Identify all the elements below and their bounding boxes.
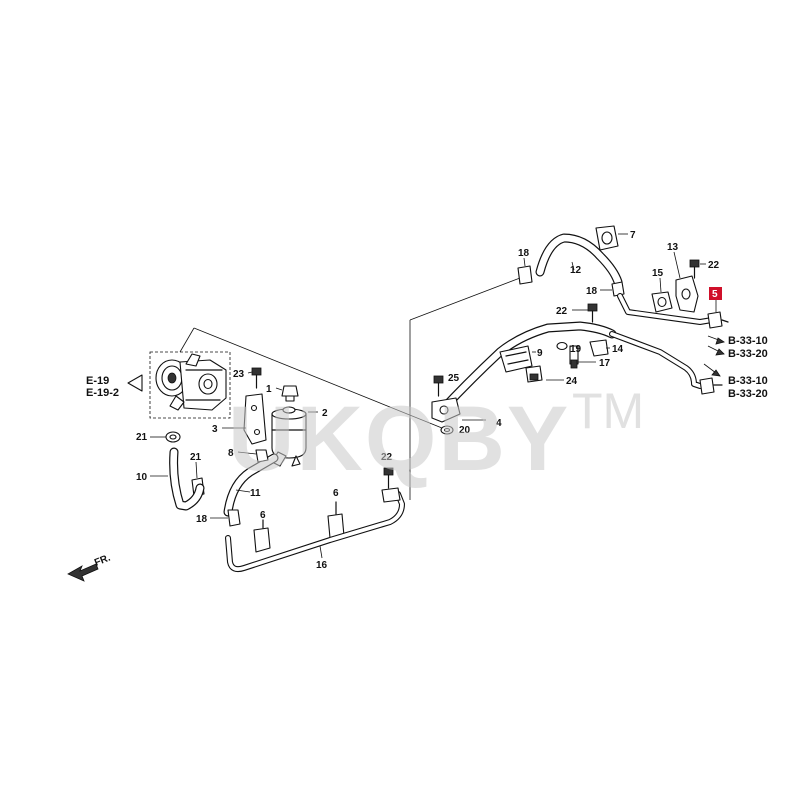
- callout-11: 11: [250, 488, 261, 499]
- front-label: FR.: [93, 552, 112, 568]
- ref-arrows-b33: B-33-10 B-33-20 B-33-10 B-33-20: [703, 335, 768, 400]
- callout-25: 25: [448, 373, 460, 384]
- callout-5-highlight: [709, 287, 722, 300]
- part-1-reservoir-cap: [275, 385, 299, 402]
- part-7-grommet: [595, 225, 628, 251]
- callout-2: 2: [322, 408, 328, 419]
- callout-22-lower: 22: [381, 452, 393, 463]
- callout-13: 13: [667, 242, 679, 253]
- callout-20: 20: [459, 425, 471, 436]
- part-14-clamp: [589, 339, 610, 357]
- callout-10: 10: [136, 472, 148, 483]
- part-10-hose: [150, 447, 205, 511]
- part-9-sensor: [499, 345, 536, 373]
- callout-24: 24: [566, 376, 578, 387]
- callout-9: 9: [537, 348, 543, 359]
- part-22-bolt-upper: [689, 259, 706, 279]
- watermark-tm: TM: [572, 383, 644, 439]
- callout-23: 23: [233, 369, 245, 380]
- part-13-bracket: [673, 251, 699, 313]
- callout-16: 16: [316, 560, 328, 571]
- feed-pipe-lower: [609, 331, 723, 395]
- part-11-hose: [223, 449, 279, 517]
- power-steering-pump: [155, 353, 227, 411]
- part-6-clamps: [253, 501, 345, 553]
- callout-18-right: 18: [586, 286, 598, 297]
- part-22-bolt-lower: [381, 467, 401, 503]
- ref-b1b-label: B-33-20: [728, 348, 768, 360]
- part-23-bolt: [247, 367, 262, 389]
- ref-e19-label: E-19: [86, 375, 109, 387]
- front-direction-arrow: FR.: [67, 552, 112, 582]
- callout-1: 1: [266, 384, 272, 395]
- pump-detail-frame: [149, 277, 521, 500]
- callout-22-middle: 22: [556, 306, 568, 317]
- ref-b1a-label: B-33-10: [728, 335, 768, 347]
- callout-22-upper: 22: [708, 260, 720, 271]
- part-20-washer: [440, 425, 454, 435]
- part-15-clamp: [651, 277, 673, 313]
- part-3-bracket: [222, 393, 267, 445]
- part-16-return-pipe: [225, 491, 405, 573]
- callout-19: 19: [570, 344, 582, 355]
- part-25-bolt: [433, 375, 444, 397]
- part-4-pressure-hose: [431, 321, 617, 423]
- callout-12: 12: [570, 265, 582, 276]
- callout-labels: 1 2 3 4 5 6 6 7 8 9 10 11 12 13 14 15 16…: [136, 230, 722, 571]
- part-18-clip-left: [210, 509, 241, 527]
- callout-14: 14: [612, 344, 624, 355]
- callout-21-left: 21: [136, 432, 148, 443]
- callout-7: 7: [630, 230, 636, 241]
- callout-6-right: 6: [333, 488, 339, 499]
- part-17-pressure-switch: [569, 345, 596, 369]
- callout-6-left: 6: [260, 510, 266, 521]
- ref-b2a-label: B-33-10: [728, 375, 768, 387]
- ref-b2b-label: B-33-20: [728, 388, 768, 400]
- part-18-clip-upper: [517, 257, 533, 285]
- callout-4: 4: [496, 418, 502, 429]
- part-18-clip-right: [600, 281, 625, 297]
- ref-arrow-e19: E-19 E-19-2: [86, 374, 143, 399]
- part-19-oring: [556, 341, 568, 351]
- ref-e192-label: E-19-2: [86, 387, 119, 399]
- callout-3: 3: [212, 424, 218, 435]
- callout-18-left: 18: [196, 514, 208, 525]
- part-22-bolt-middle: [572, 303, 598, 323]
- callout-17: 17: [599, 358, 611, 369]
- watermark: UKQBY TM: [228, 383, 644, 490]
- feed-pipe-upper: [617, 293, 729, 329]
- callout-5: 5: [712, 289, 718, 300]
- callout-21-mid: 21: [190, 452, 202, 463]
- callout-8: 8: [228, 448, 234, 459]
- callout-15: 15: [652, 268, 664, 279]
- callout-18-top: 18: [518, 248, 530, 259]
- part-2-reservoir: [271, 406, 318, 467]
- watermark-text: UKQBY: [228, 388, 570, 490]
- part-12-hose: [535, 233, 623, 287]
- part-24-switch: [525, 365, 564, 383]
